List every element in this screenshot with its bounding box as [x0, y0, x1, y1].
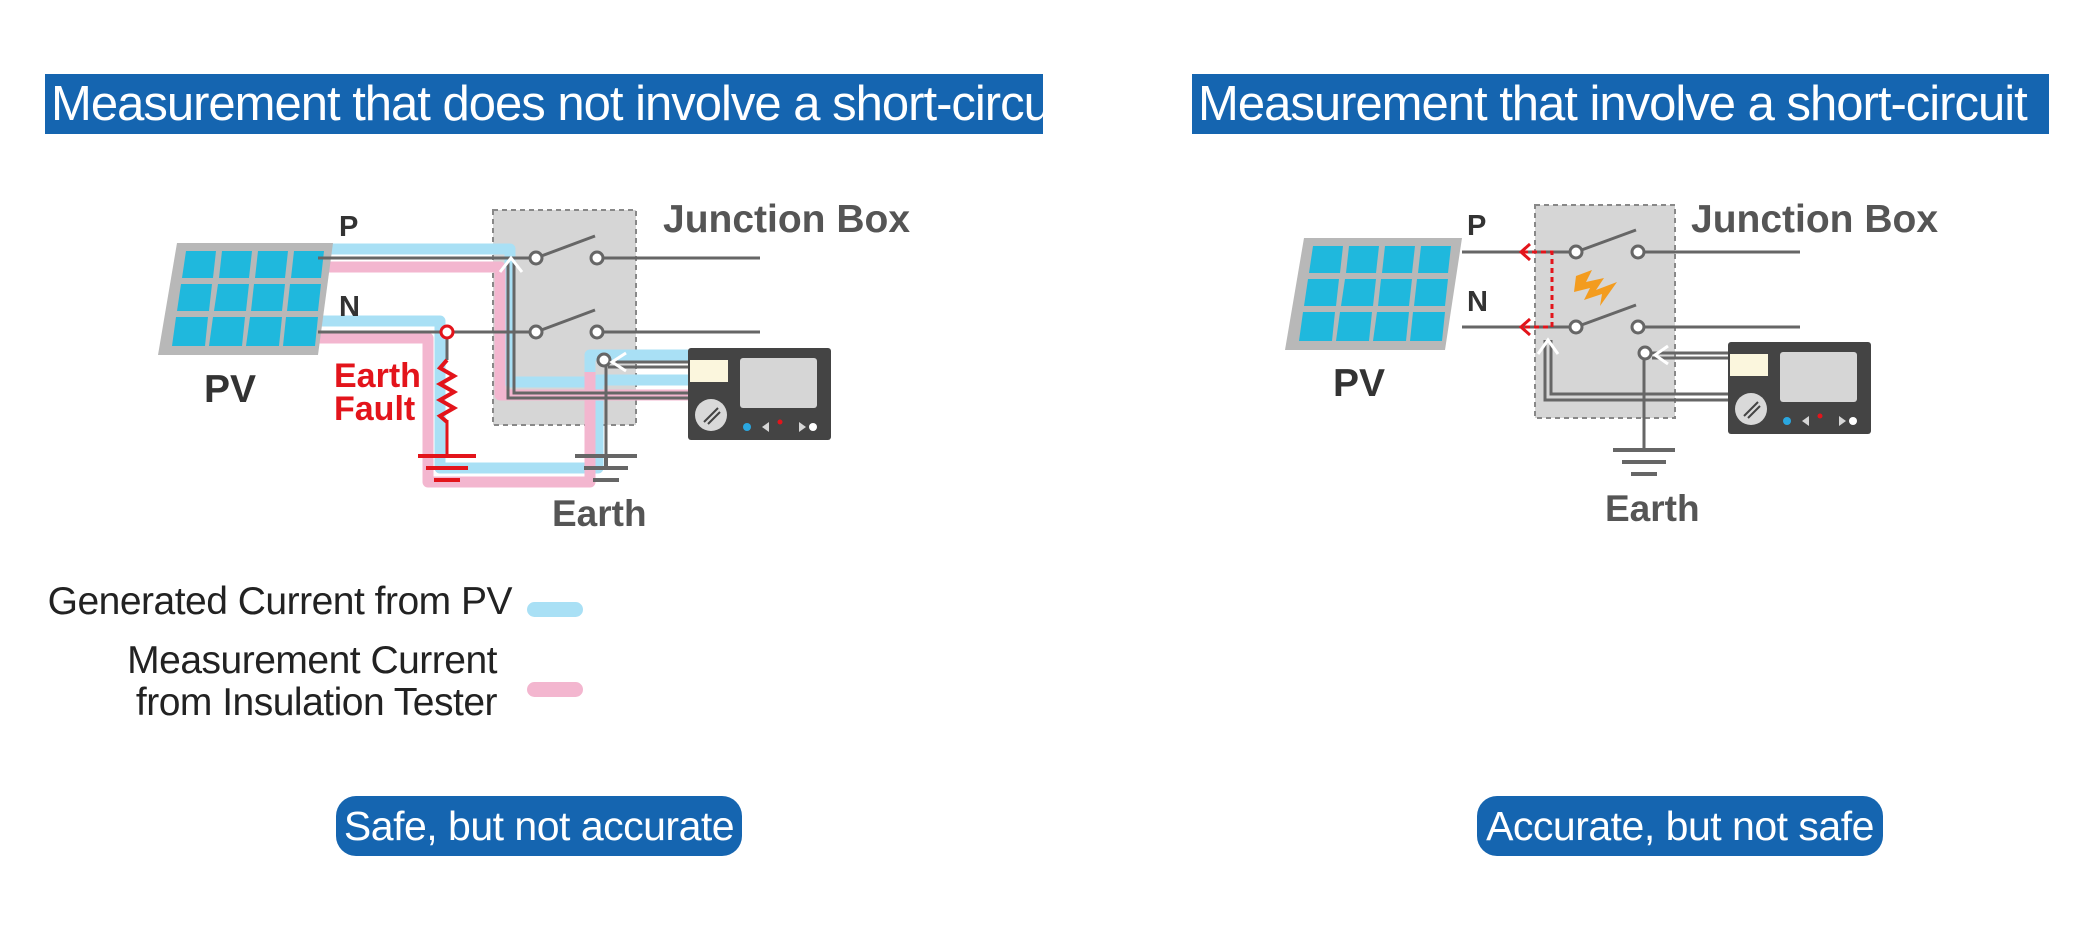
ground-icon — [575, 454, 637, 482]
label-n: N — [1467, 286, 1488, 318]
legend-measurement-current: Measurement Current from Insulation Test… — [40, 640, 497, 724]
switch-icon — [439, 250, 612, 368]
label-earth-fault-2: Fault — [334, 390, 415, 428]
measurement-arrow — [498, 255, 524, 273]
wires — [318, 234, 760, 470]
measurement-arrow — [1652, 344, 1669, 366]
label-earth: Earth — [552, 493, 647, 534]
left-verdict-badge: Safe, but not accurate — [336, 796, 742, 856]
insulation-tester-icon — [688, 348, 831, 440]
short-circuit-path — [1523, 250, 1554, 329]
label-junction-box: Junction Box — [663, 198, 910, 241]
solar-panel-icon — [158, 243, 333, 355]
left-diagram: P N PV Junction Box Earth Fault Earth — [158, 198, 910, 534]
right-panel-title: Measurement that involve a short-circuit — [1192, 74, 2049, 134]
legend-measurement-line1: Measurement Current — [127, 639, 497, 682]
label-p: P — [339, 211, 358, 243]
legend-generated-current: Generated Current from PV — [47, 580, 513, 623]
measurement-arrow — [609, 351, 627, 373]
solar-panel-icon — [1285, 238, 1462, 350]
junction-box — [1534, 204, 1676, 419]
right-verdict-badge: Accurate, but not safe — [1477, 796, 1883, 856]
ground-icon — [418, 454, 476, 482]
label-junction-box: Junction Box — [1691, 198, 1938, 241]
label-p: P — [1467, 210, 1486, 242]
ground-icon — [1613, 448, 1675, 476]
legend-measurement-line2: from Insulation Tester — [135, 681, 498, 724]
switch-icon — [1568, 244, 1653, 361]
label-pv: PV — [204, 368, 256, 411]
right-diagram: P N PV Junction Box Earth — [1285, 198, 1938, 529]
insulation-tester-icon — [1728, 342, 1871, 434]
spark-icon — [1574, 270, 1617, 306]
left-panel-title: Measurement that does not involve a shor… — [45, 74, 1073, 134]
legend-measurement-swatch — [527, 682, 583, 697]
short-circuit-arrow — [1518, 242, 1531, 262]
measurement-arrow — [1536, 337, 1560, 355]
label-n: N — [339, 291, 360, 323]
label-earth: Earth — [1605, 488, 1700, 529]
legend-generated-swatch — [527, 602, 583, 617]
short-circuit-arrow — [1518, 317, 1531, 337]
label-pv: PV — [1333, 362, 1385, 405]
label-earth-fault-1: Earth — [334, 357, 421, 395]
